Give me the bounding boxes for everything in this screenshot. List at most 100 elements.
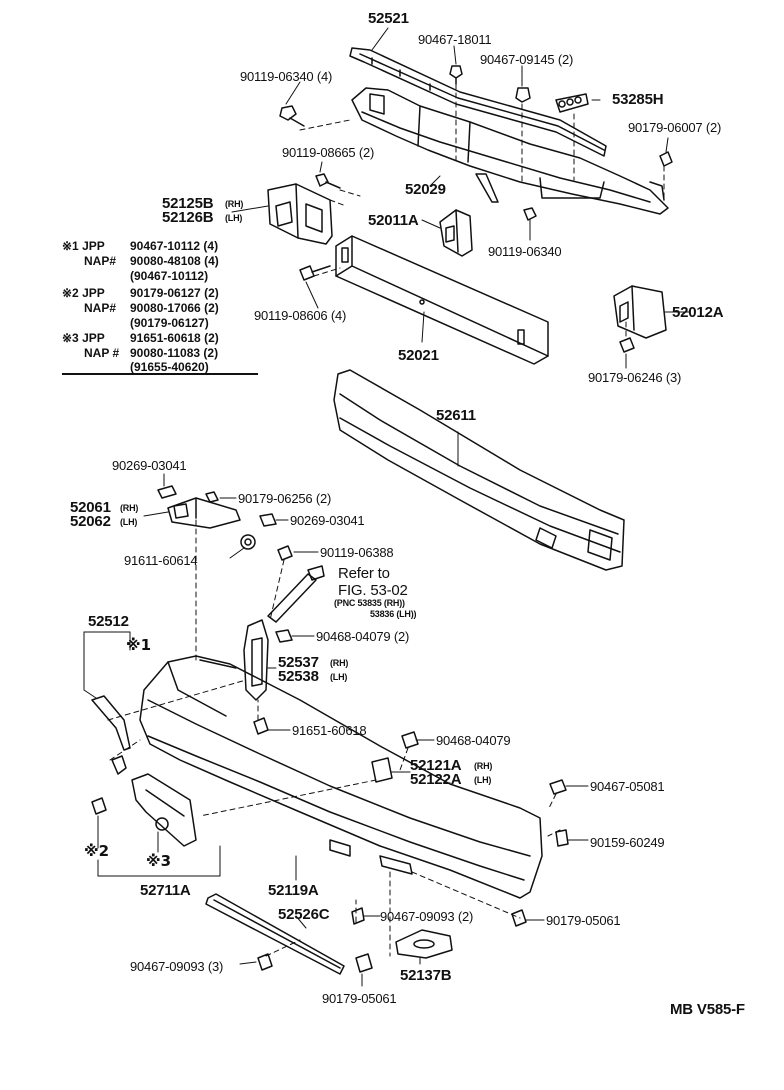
label-52512: 52512 [88, 613, 129, 630]
legend-divider [62, 373, 258, 375]
nut-90179-06256 [205, 491, 219, 503]
fastener-90467-09145 [515, 87, 531, 103]
label-52126B: 52126B [162, 209, 214, 226]
label-52012A: 52012A [672, 304, 724, 321]
clip-90269-03041-b [259, 513, 277, 527]
bolt-91651-60618 [253, 717, 269, 735]
figure-code: MB V585-F [670, 1001, 745, 1018]
legend-3-alt-part: (91655-40620) [130, 360, 209, 374]
bracket-52125B-52126B [267, 183, 333, 245]
label-rh-2: (RH) [120, 503, 139, 513]
bumper-cover-52119A [139, 655, 543, 899]
assembly-dashed-lines [107, 83, 665, 957]
label-52611: 52611 [436, 407, 476, 424]
label-91651-60618: 91651-60618 [292, 723, 367, 738]
label-52061: 52061 [70, 499, 111, 516]
label-90179-05061-b: 90179-05061 [322, 991, 397, 1006]
bolt-90119-06340 [523, 207, 537, 221]
nut-90179-05061-a [511, 909, 527, 927]
nut-mark3 [155, 817, 169, 831]
label-fig-53-02: FIG. 53-02 [338, 582, 408, 599]
retainer-52121A-52122A [371, 757, 393, 783]
label-lh-2: (LH) [120, 517, 138, 527]
label-90467-05081: 90467-05081 [590, 779, 665, 794]
label-refer-to: Refer to [338, 565, 390, 582]
legend-3-jpp-part: 91651-60618 (2) [130, 331, 219, 345]
clip-90467-05081 [549, 779, 567, 795]
label-52537: 52537 [278, 654, 319, 671]
bolt-90119-06388 [277, 545, 293, 561]
bolt-90119-08665 [315, 173, 341, 189]
bumper-reinforcement-52021 [335, 235, 549, 365]
clip-90468-04079 [401, 731, 419, 749]
label-90119-06388: 90119-06388 [320, 545, 394, 560]
label-52711A: 52711A [140, 882, 191, 899]
upper-reinforcement-strip-52521 [349, 47, 607, 157]
legend-3-nap: NAP # [84, 346, 120, 360]
mark-2: ※2 [84, 842, 110, 860]
label-52122A: 52122A [410, 771, 462, 788]
clip-mark2 [91, 797, 107, 815]
cover-extension-52512 [91, 695, 131, 775]
label-90467-09093-3: 90467-09093 (3) [130, 959, 224, 974]
side-bracket-52061-52062 [167, 497, 241, 529]
mark-1: ※1 [126, 636, 152, 654]
clip-set-53285H [555, 93, 589, 113]
label-90269-03041-a: 90269-03041 [112, 458, 187, 473]
label-53285H: 53285H [612, 91, 664, 108]
label-52062: 52062 [70, 513, 111, 530]
label-rh-3: (RH) [330, 658, 349, 668]
bolt-90119-08606 [299, 265, 331, 281]
lower-extension-52711A [131, 773, 197, 847]
label-52538: 52538 [278, 668, 319, 685]
legend-1-jpp-part: 90467-10112 (4) [130, 239, 219, 253]
stay-rod [267, 565, 325, 623]
label-52125B: 52125B [162, 195, 214, 212]
label-lh-1: (LH) [225, 213, 243, 223]
legend-1-jpp: ※1 JPP [62, 239, 105, 253]
legend-2-jpp: ※2 JPP [62, 286, 105, 300]
label-52021: 52021 [398, 347, 439, 364]
legend-2-nap-part: 90080-17066 (2) [130, 301, 219, 315]
label-52137B: 52137B [400, 967, 452, 984]
label-lh-4: (LH) [474, 775, 492, 785]
legend-2-alt-part: (90179-06127) [130, 316, 209, 330]
label-90468-04079: 90468-04079 [436, 733, 511, 748]
label-90119-06340-4: 90119-06340 (4) [240, 69, 333, 84]
nut-90179-05061-b [355, 953, 373, 973]
label-90467-09145: 90467-09145 (2) [480, 52, 574, 67]
nut-91611-60614 [240, 534, 256, 550]
legend-3-nap-part: 90080-11083 (2) [130, 346, 219, 360]
label-91611-60614: 91611-60614 [124, 553, 198, 568]
label-90179-06007: 90179-06007 (2) [628, 120, 722, 135]
legend-3-jpp: ※3 JPP [62, 331, 105, 345]
nut-90467-09093-3 [257, 953, 273, 971]
label-90179-06256: 90179-06256 (2) [238, 491, 332, 506]
lower-strip-52526C [205, 893, 345, 975]
label-90269-03041-b: 90269-03041 [290, 513, 365, 528]
label-52121A: 52121A [410, 757, 462, 774]
label-pnc-53836: 53836 (LH)) [370, 609, 417, 619]
clip-90468-04079-2 [275, 629, 293, 643]
leader-lines [83, 27, 691, 987]
bracket-52011A [439, 209, 473, 257]
label-52119A: 52119A [268, 882, 319, 899]
nut-90179-06007 [659, 151, 673, 167]
legend-1-alt-part: (90467-10112) [130, 269, 209, 283]
label-52011A: 52011A [368, 212, 419, 229]
bracket-52012A [613, 285, 667, 339]
label-pnc-53835: (PNC 53835 (RH)) [334, 598, 405, 608]
legend-1-nap: NAP# [84, 254, 117, 268]
bracket-52537-52538 [243, 619, 269, 701]
fastener-90467-18011 [449, 65, 463, 85]
label-52029: 52029 [405, 181, 446, 198]
bracket-52137B [395, 929, 453, 959]
label-rh-4: (RH) [474, 761, 493, 771]
nut-90467-09093-2 [351, 907, 365, 925]
legend-1-nap-part: 90080-48108 (4) [130, 254, 219, 268]
label-90179-05061-a: 90179-05061 [546, 913, 621, 928]
clip-90269-03041-a [157, 485, 177, 499]
label-lh-3: (LH) [330, 672, 348, 682]
